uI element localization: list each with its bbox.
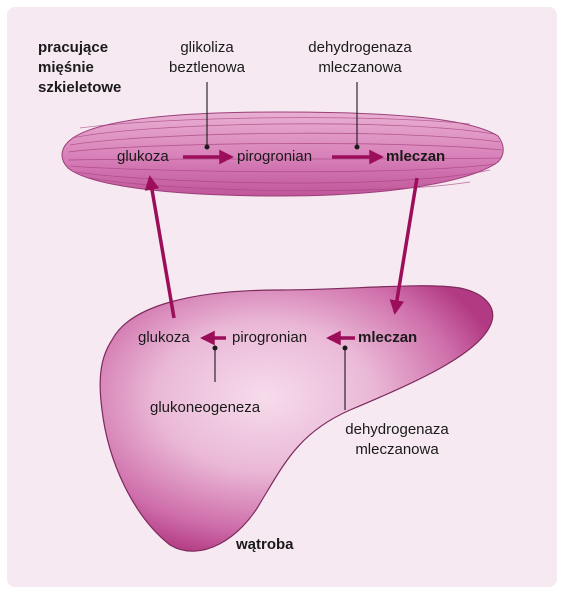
enzyme-pointer-liver-dot <box>343 346 348 351</box>
muscle-title-line1: pracujące <box>38 38 108 57</box>
gluconeogenesis-pointer-dot <box>213 346 218 351</box>
glycolysis-pointer-dot <box>205 145 210 150</box>
muscle-pyruvate-label: pirogronian <box>237 147 312 166</box>
liver-glucose-label: glukoza <box>138 328 190 347</box>
liver-pyruvate-label: pirogronian <box>232 328 307 347</box>
muscle-title-line3: szkieletowe <box>38 78 121 97</box>
gluconeogenesis-label: glukoneogeneza <box>150 398 260 417</box>
glycolysis-label-line2: beztlenowa <box>147 58 267 77</box>
muscle-title-line2: mięśnie <box>38 58 94 77</box>
liver-lactate-label: mleczan <box>358 328 417 347</box>
muscle-glucose-label: glukoza <box>117 147 169 166</box>
enzyme-liver-label-line1: dehydrogenaza <box>322 420 472 439</box>
enzyme-liver-label-line2: mleczanowa <box>322 440 472 459</box>
enzyme-muscle-label-line2: mleczanowa <box>285 58 435 77</box>
enzyme-muscle-label-line1: dehydrogenaza <box>285 38 435 57</box>
muscle-lactate-label: mleczan <box>386 147 445 166</box>
enzyme-pointer-muscle-dot <box>355 145 360 150</box>
liver-title: wątroba <box>236 535 294 554</box>
glycolysis-label-line1: glikoliza <box>147 38 267 57</box>
